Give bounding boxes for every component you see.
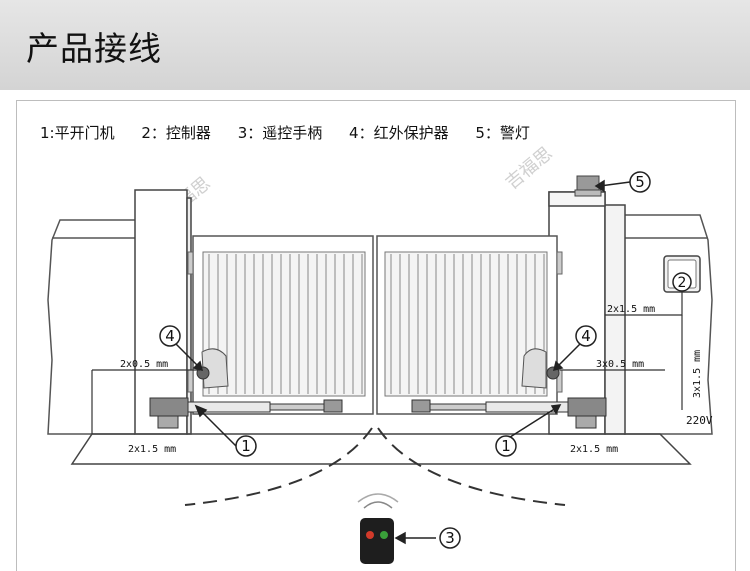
pillar-left (134, 189, 188, 435)
callout-4-right: 4 (581, 327, 591, 345)
legend-item-gate-opener: 1:平开门机 (40, 124, 115, 142)
content-frame (16, 100, 736, 571)
cable-label-left-sensor: 2x0.5 mm (120, 359, 168, 370)
callout-arrows (169, 179, 631, 545)
page-title: 产品接线 (26, 29, 162, 68)
callout-5: 5 (635, 173, 645, 191)
infrared-sensor-right (521, 348, 560, 389)
cable-label-power: 3x1.5 mm (692, 350, 703, 398)
legend-item-infrared: 4：红外保护器 (349, 124, 449, 142)
callout-circles (159, 171, 692, 549)
gate-opener-left (149, 397, 343, 429)
legend-item-warning-lamp: 5：警灯 (475, 124, 530, 142)
cable-label-lamp: 2x1.5 mm (607, 304, 655, 315)
legend-item-controller: 2：控制器 (141, 124, 211, 142)
component-legend: 1:平开门机 2：控制器 3：遥控手柄 4：红外保护器 5：警灯 (40, 122, 552, 143)
callout-1-right: 1 (501, 437, 511, 455)
callout-2: 2 (678, 275, 687, 291)
remote-red-button (366, 531, 374, 539)
watermark-right: 吉福思 (502, 143, 557, 194)
callout-1-left: 1 (241, 437, 251, 455)
ground (70, 433, 692, 465)
infrared-sensor-left (196, 348, 229, 389)
pillars (134, 189, 626, 435)
remote-green-button (380, 531, 388, 539)
remote-control (357, 493, 399, 564)
walls (47, 214, 713, 435)
cable-label-left-motor: 2x1.5 mm (128, 444, 176, 455)
callout-4-left: 4 (165, 327, 175, 345)
cable-label-right-motor: 2x1.5 mm (570, 444, 618, 455)
voltage-label: 220V (686, 414, 713, 427)
cable-label-right-sensor: 3x0.5 mm (596, 359, 644, 370)
gate-leaf-left (187, 235, 374, 415)
legend-item-remote: 3：遥控手柄 (237, 124, 323, 142)
gate-opener-right (411, 397, 607, 429)
callout-3: 3 (445, 529, 455, 547)
wiring (91, 292, 683, 434)
header-bar: 产品接线 (0, 0, 750, 90)
pillar-right (548, 191, 606, 435)
